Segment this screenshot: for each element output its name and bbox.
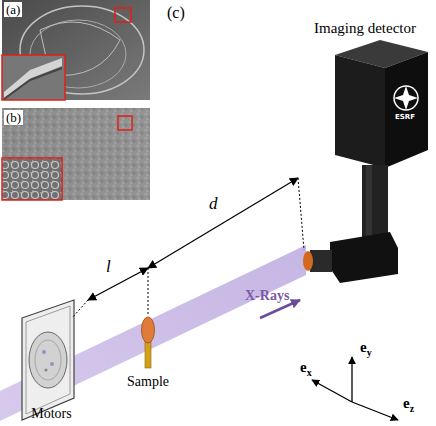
beam-label: X-Rays — [245, 288, 289, 304]
node-label: (a) — [4, 2, 22, 17]
detector-node: Imaging detector — [298, 20, 432, 282]
tomogram-image — [2, 0, 150, 100]
extension-line — [72, 178, 304, 318]
node-label: Motors — [15, 406, 88, 422]
axis-label: ex — [300, 360, 312, 378]
logo-text: ESRF — [395, 113, 415, 121]
panel-letter: (c) — [167, 4, 185, 22]
axis-label: ey — [360, 340, 372, 358]
detector-camera — [303, 40, 428, 283]
node-label: Sample — [120, 374, 176, 390]
axes — [312, 357, 398, 420]
image-panel: (b) — [2, 108, 150, 200]
node-label: Imaging detector — [298, 20, 432, 37]
dimension-label: d — [209, 195, 218, 212]
motors-node: Motors — [15, 300, 88, 422]
dimension-arrow — [148, 178, 298, 268]
flatfield-image — [2, 108, 150, 200]
motor-plate — [22, 300, 74, 420]
sample-node: Sample — [120, 268, 176, 390]
sample-holder — [142, 317, 155, 368]
image-panel: (a) — [2, 0, 150, 100]
dimension-label: l — [106, 258, 111, 275]
node-label: (b) — [4, 110, 23, 125]
dimension-arrow — [88, 268, 148, 300]
axis-label: ez — [403, 396, 414, 414]
xray-beam — [0, 245, 306, 421]
